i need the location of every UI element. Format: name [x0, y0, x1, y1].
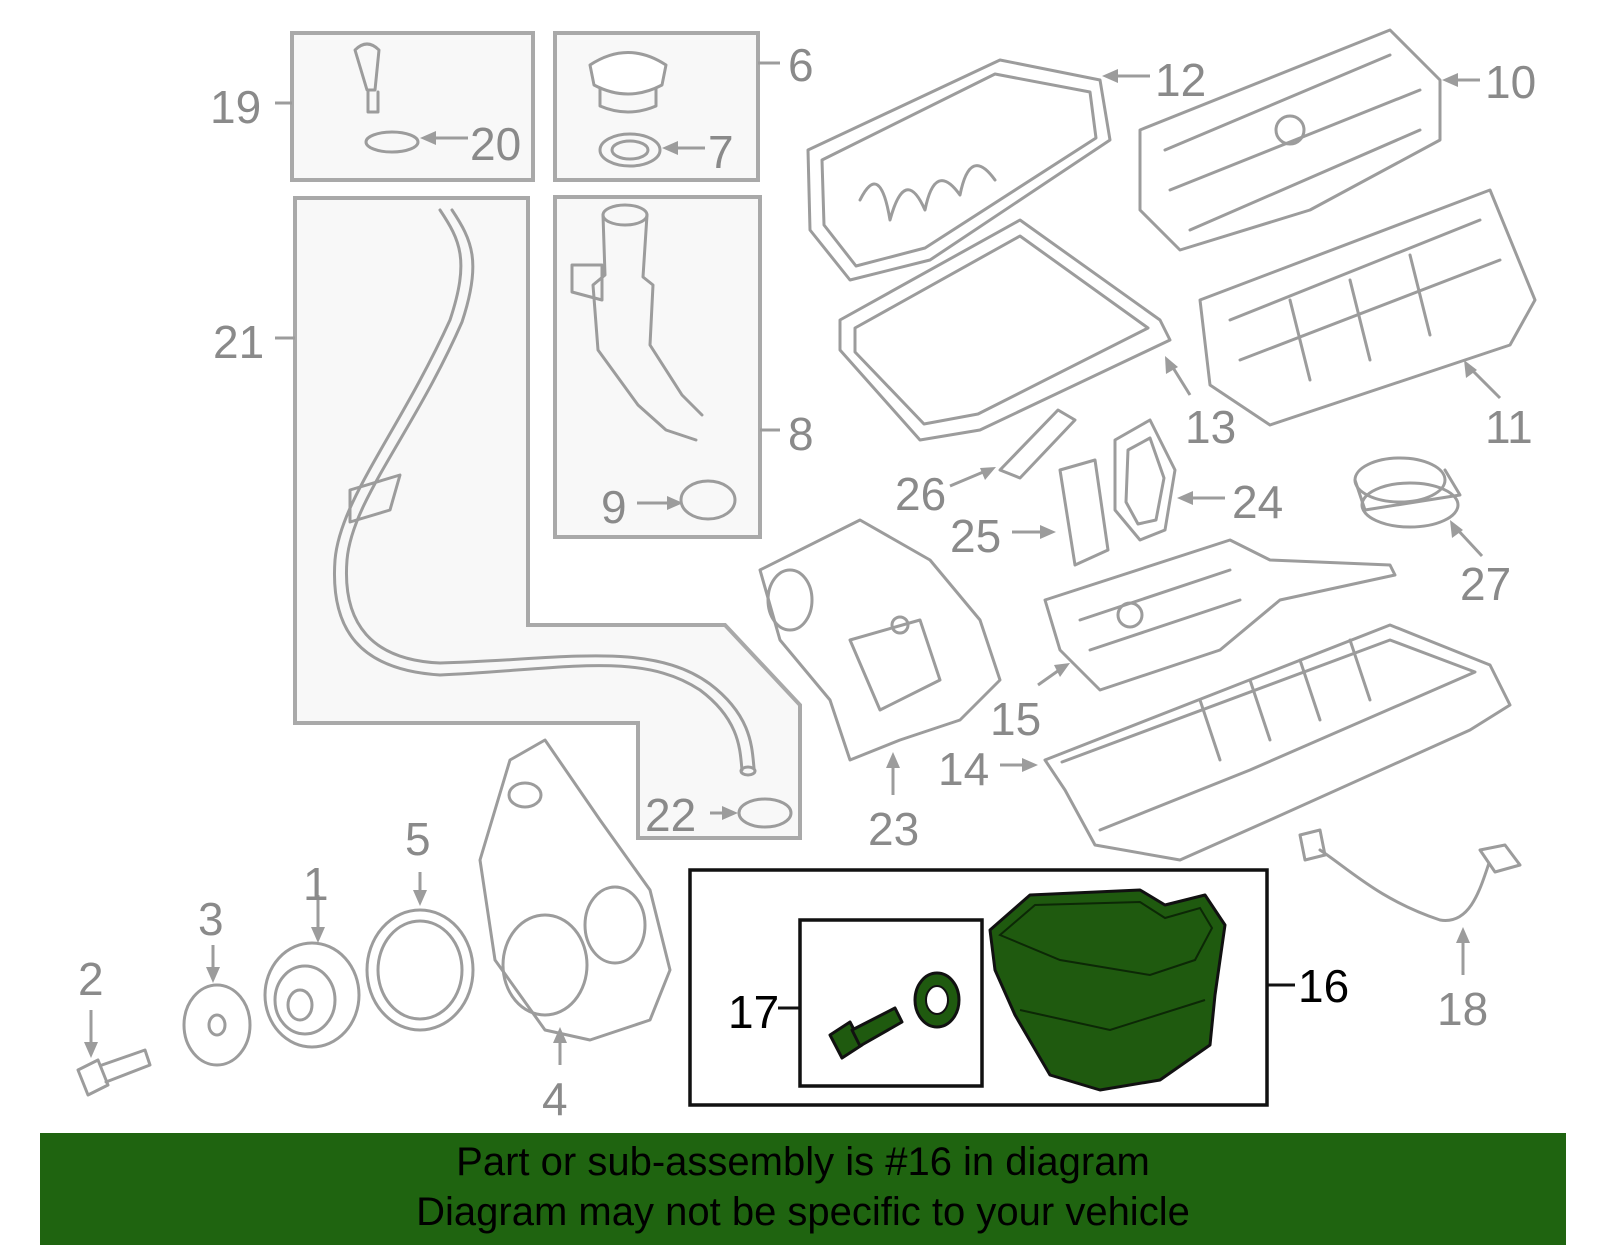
- callout-18: 18: [1437, 983, 1488, 1035]
- callout-6: 6: [788, 39, 814, 91]
- crankshaft-bolt-part-2[interactable]: [76, 1048, 152, 1097]
- callout-15: 15: [990, 693, 1041, 745]
- callout-27: 27: [1460, 558, 1511, 610]
- intake-manifold-lower-part-11[interactable]: [1198, 188, 1537, 427]
- oil-filler-tube-part-8[interactable]: [570, 203, 737, 521]
- valve-cover-gasket-part-12[interactable]: [806, 58, 1112, 282]
- callout-2: 2: [78, 953, 104, 1005]
- callout-3: 3: [198, 893, 224, 945]
- callout-5: 5: [405, 813, 431, 865]
- drain-plug-part-17[interactable]: [828, 971, 961, 1060]
- callout-21: 21: [213, 316, 264, 368]
- gasket-part-13[interactable]: [838, 218, 1172, 442]
- oil-pan-lower-part-16[interactable]: [988, 888, 1227, 1092]
- group-box-8: [553, 195, 762, 539]
- oil-pump-housing-part-23[interactable]: [758, 518, 1002, 762]
- callout-25: 25: [950, 510, 1001, 562]
- banner-line-1: Part or sub-assembly is #16 in diagram: [456, 1140, 1150, 1184]
- info-banner: Part or sub-assembly is #16 in diagram D…: [40, 1133, 1566, 1245]
- banner-line-2: Diagram may not be specific to your vehi…: [416, 1190, 1190, 1234]
- callout-23: 23: [868, 803, 919, 855]
- callout-24: 24: [1232, 476, 1283, 528]
- crankshaft-seal-part-5[interactable]: [365, 908, 475, 1032]
- intake-manifold-upper-part-10[interactable]: [1138, 28, 1442, 252]
- callout-4: 4: [542, 1073, 568, 1125]
- callout-16: 16: [1298, 960, 1349, 1012]
- oil-level-sensor-part-18[interactable]: [1298, 828, 1522, 922]
- dipstick-seal-part-22[interactable]: [737, 797, 793, 829]
- callout-11: 11: [1485, 401, 1533, 453]
- gasket-part-25[interactable]: [1058, 458, 1110, 567]
- dipstick-tube-part-21[interactable]: [332, 208, 757, 777]
- callout-14: 14: [938, 743, 989, 795]
- crankshaft-pulley-part-1[interactable]: [263, 941, 361, 1049]
- callout-17: 17: [728, 986, 779, 1038]
- group-box-19: [290, 31, 535, 182]
- gasket-part-26[interactable]: [998, 408, 1077, 480]
- oil-filler-cap-part-6[interactable]: [588, 51, 668, 168]
- oil-pan-upper-part-14[interactable]: [1043, 623, 1512, 862]
- oil-filter-part-27[interactable]: [1353, 456, 1462, 529]
- callout-9: 9: [601, 481, 627, 533]
- callout-10: 10: [1485, 56, 1536, 108]
- callout-22: 22: [645, 789, 696, 841]
- callout-8: 8: [788, 408, 814, 460]
- callout-26: 26: [895, 468, 946, 520]
- callout-20: 20: [470, 118, 521, 170]
- washer-part-3[interactable]: [182, 983, 252, 1067]
- callout-7: 7: [708, 126, 734, 178]
- callout-13: 13: [1185, 401, 1236, 453]
- baffle-part-15[interactable]: [1043, 538, 1397, 692]
- callout-19: 19: [210, 81, 261, 133]
- dipstick-handle-part-19[interactable]: [353, 42, 420, 154]
- timing-cover-part-4[interactable]: [478, 738, 672, 1042]
- oil-pump-cover-part-24[interactable]: [1113, 418, 1177, 542]
- callout-12: 12: [1155, 54, 1206, 106]
- callout-1: 1: [303, 858, 329, 910]
